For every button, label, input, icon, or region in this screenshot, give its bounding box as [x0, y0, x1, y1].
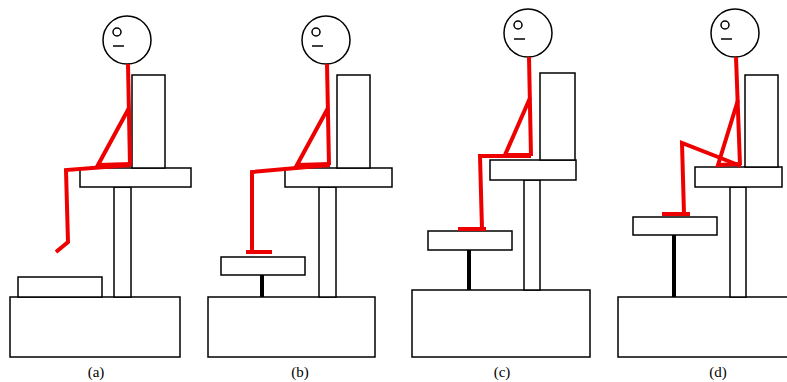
panel-label: (d) [709, 365, 727, 380]
panel-label: (c) [494, 365, 511, 380]
panel-label: (b) [291, 365, 309, 380]
panel-label: (a) [88, 365, 105, 380]
